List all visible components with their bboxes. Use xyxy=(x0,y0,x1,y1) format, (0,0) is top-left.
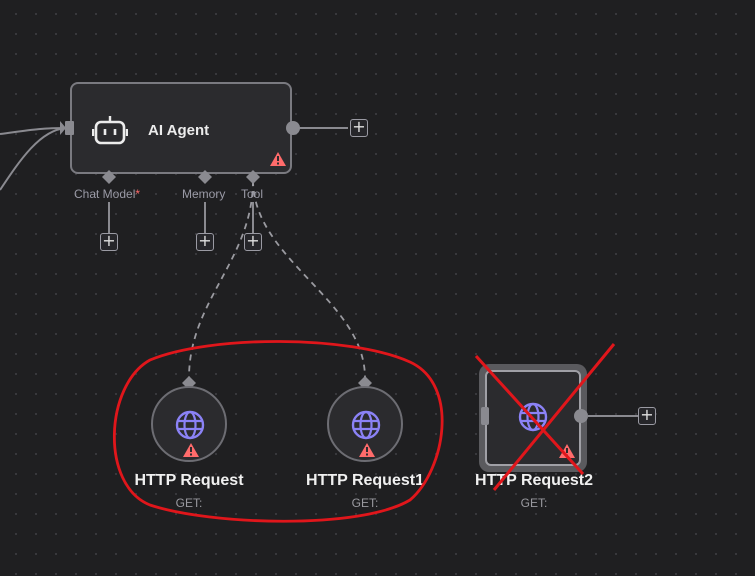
http-request2-node[interactable] xyxy=(479,364,587,472)
tool-connection-1 xyxy=(188,179,254,379)
add-chat-model-button[interactable]: + xyxy=(100,233,118,251)
required-marker: * xyxy=(135,187,141,201)
add-tool-button[interactable]: + xyxy=(244,233,262,251)
incoming-connection xyxy=(0,127,67,135)
agent-input-port[interactable] xyxy=(60,120,76,136)
chat-model-port[interactable] xyxy=(102,170,116,184)
robot-icon xyxy=(92,116,128,145)
agent-title: AI Agent xyxy=(148,122,210,139)
tool-connection-2 xyxy=(252,179,366,379)
incoming-connection xyxy=(0,127,67,191)
http-request-node[interactable] xyxy=(151,386,227,462)
globe-icon xyxy=(518,402,548,432)
globe-icon xyxy=(175,410,205,440)
tool-port[interactable] xyxy=(246,170,260,184)
http-request-label: HTTP Request xyxy=(134,472,244,489)
http-request1-method: GET: xyxy=(351,496,379,510)
warning-icon xyxy=(359,443,375,457)
http-request1-label: HTTP Request1 xyxy=(306,472,424,489)
warning-icon xyxy=(183,443,199,457)
http-request2-input-port[interactable] xyxy=(481,407,489,425)
http-request2-node-body xyxy=(485,370,581,466)
http-request2-label: HTTP Request2 xyxy=(475,472,593,489)
ai-agent-node[interactable]: AI Agent xyxy=(70,82,292,174)
warning-icon xyxy=(559,444,575,458)
http-request2-output-port[interactable] xyxy=(574,409,588,423)
tool-label: Tool xyxy=(241,187,264,201)
http-request2-method: GET: xyxy=(520,496,548,510)
chat-model-label: Chat Model* xyxy=(74,187,141,201)
http-request1-node[interactable] xyxy=(327,386,403,462)
add-node-after-agent-button[interactable]: + xyxy=(350,119,368,137)
memory-label: Memory xyxy=(182,187,226,201)
warning-icon xyxy=(270,152,286,166)
globe-icon xyxy=(351,410,381,440)
agent-output-port[interactable] xyxy=(286,121,300,135)
add-memory-button[interactable]: + xyxy=(196,233,214,251)
http-request-method: GET: xyxy=(175,496,203,510)
memory-port[interactable] xyxy=(198,170,212,184)
add-node-after-http-request2-button[interactable]: + xyxy=(638,407,656,425)
